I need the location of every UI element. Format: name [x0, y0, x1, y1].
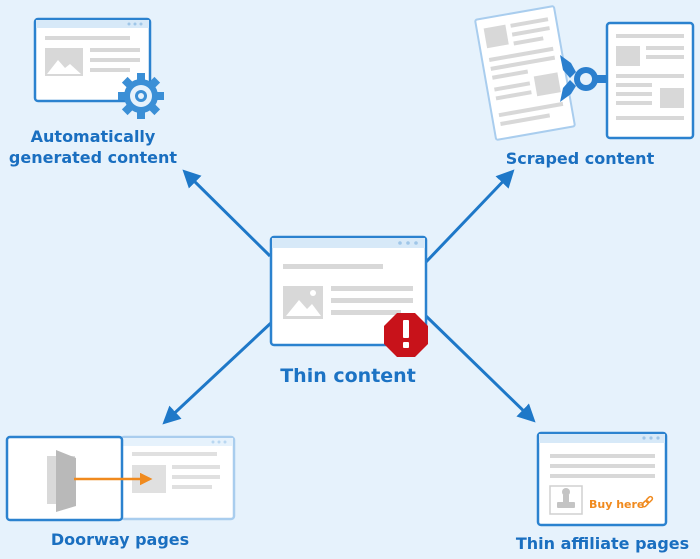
auto-generated-label: Automatically generated content [0, 126, 186, 168]
arrow-to-affiliate [424, 314, 536, 423]
thin-affiliate-label: Thin affiliate pages [515, 534, 690, 553]
auto-generated-label-line2: generated content [8, 148, 178, 167]
doorway-window [5, 435, 153, 522]
connector-arrows [162, 169, 536, 425]
door-icon [47, 450, 76, 512]
link-icon [641, 495, 654, 508]
thin-content-window [269, 235, 428, 347]
affiliate-window [536, 431, 668, 527]
scraped-content-label: Scraped content [505, 149, 655, 168]
scraped-copy-window [605, 21, 695, 140]
auto-generated-label-line1: Automatically [30, 127, 156, 146]
buy-here-text: Buy here [589, 498, 645, 511]
auto-generated-window [33, 17, 152, 103]
arrow-to-doorway [162, 320, 274, 425]
arrow-to-auto-generated [182, 169, 272, 258]
gear-icon [118, 73, 164, 119]
warning-icon [384, 313, 428, 357]
scraped-source-document [474, 5, 576, 141]
stamp-icon [557, 488, 575, 508]
doorway-pages-label: Doorway pages [50, 530, 190, 549]
thin-content-label: Thin content [280, 365, 416, 387]
arrow-to-scraped [424, 169, 515, 264]
robot-arm-icon [560, 55, 609, 102]
